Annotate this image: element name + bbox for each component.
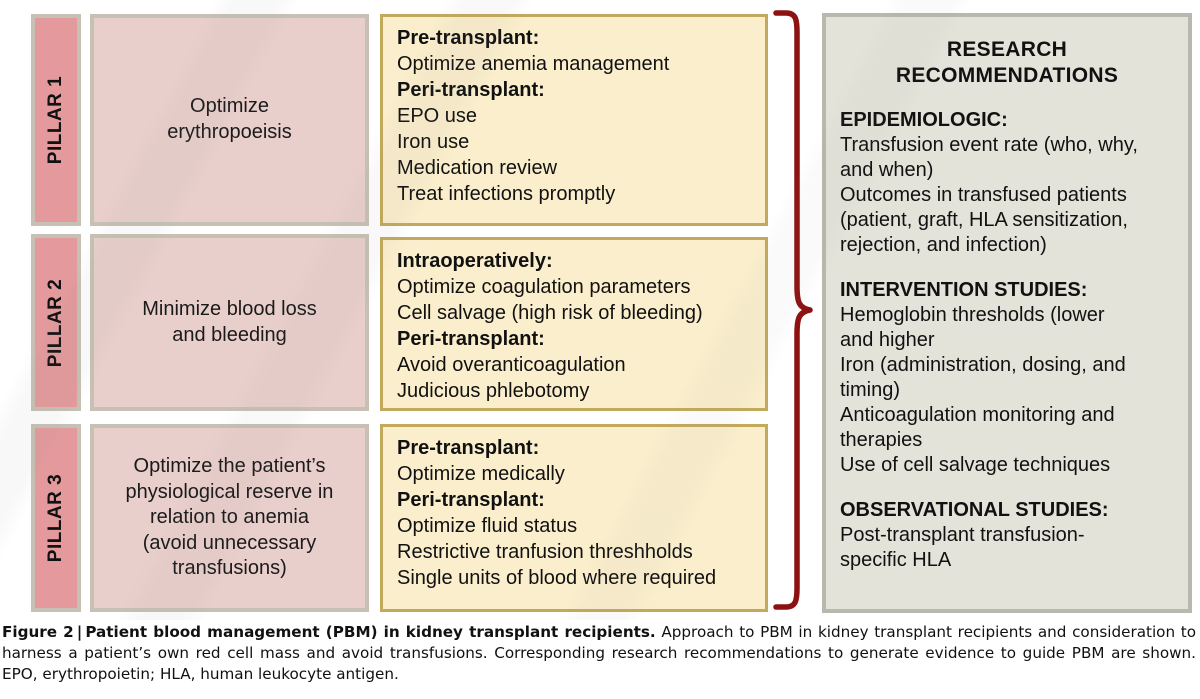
pillar-title-line: Optimize — [190, 95, 269, 118]
action-group-heading: Peri-transplant: — [397, 79, 545, 101]
grouping-brace-icon — [773, 10, 813, 610]
pillar-tab-2-label: PILLAR 2 — [45, 278, 66, 367]
pillar-title-2: Minimize blood loss and bleeding — [90, 234, 369, 411]
research-section-line: (patient, graft, HLA sensitization, — [840, 209, 1128, 232]
figure-caption: Figure 2|Patient blood management (PBM) … — [2, 622, 1196, 684]
research-section-line: Post-transplant transfusion- — [840, 524, 1085, 547]
research-section: INTERVENTION STUDIES:Hemoglobin threshol… — [840, 278, 1186, 478]
research-recommendations-panel: RESEARCH RECOMMENDATIONS EPIDEMIOLOGIC:T… — [822, 13, 1192, 613]
caption-bold-title: Patient blood management (PBM) in kidney… — [85, 623, 656, 641]
research-section-line: Use of cell salvage techniques — [840, 454, 1111, 477]
research-section-heading: OBSERVATIONAL STUDIES: — [840, 499, 1109, 522]
research-section-line: rejection, and infection) — [840, 234, 1047, 257]
caption-separator: | — [76, 623, 83, 641]
pillar-tab-1: PILLAR 1 — [31, 14, 81, 226]
research-title-line2: RECOMMENDATIONS — [895, 63, 1119, 87]
pillar-title-line: (avoid unnecessary — [142, 531, 317, 554]
action-item: Optimize coagulation parameters — [397, 276, 691, 298]
action-item: Optimize fluid status — [397, 515, 578, 537]
action-item: Optimize anemia management — [397, 53, 670, 75]
pillar-actions-2: Intraoperatively: Optimize coagulation pa… — [380, 237, 768, 411]
pillar-title-line: Minimize blood loss — [142, 297, 317, 320]
action-item: Medication review — [397, 157, 558, 179]
pillar-tab-2: PILLAR 2 — [31, 234, 81, 411]
action-group-heading: Intraoperatively: — [397, 250, 553, 272]
pillar-title-line: Optimize the patient’s — [133, 455, 326, 478]
action-item: Iron use — [397, 131, 470, 153]
pillar-tab-3-label: PILLAR 3 — [45, 473, 66, 563]
research-section-line: and higher — [840, 329, 935, 352]
action-group-heading: Peri-transplant: — [397, 328, 545, 350]
pillar-title-line: relation to anemia — [150, 506, 309, 529]
pillar-title-line: and bleeding — [172, 323, 287, 346]
action-item: Treat infections promptly — [397, 183, 616, 205]
caption-label: Figure 2 — [2, 623, 74, 641]
action-item: Optimize medically — [397, 463, 565, 485]
action-item: Judicious phlebotomy — [397, 380, 590, 402]
action-item: EPO use — [397, 105, 478, 127]
research-sections: EPIDEMIOLOGIC:Transfusion event rate (wh… — [840, 108, 1186, 573]
research-section-line: timing) — [840, 379, 901, 402]
pillar-title-line: physiological reserve in — [125, 480, 334, 503]
research-section: OBSERVATIONAL STUDIES:Post-transplant tr… — [840, 498, 1186, 573]
action-group-heading: Peri-transplant: — [397, 489, 545, 511]
research-section-heading: EPIDEMIOLOGIC: — [840, 109, 1008, 132]
research-section-heading: INTERVENTION STUDIES: — [840, 279, 1088, 302]
research-section-line: therapies — [840, 429, 923, 452]
pillar-actions-1: Pre-transplant: Optimize anemia managemen… — [380, 14, 768, 226]
research-section-line: Anticoagulation monitoring and — [840, 404, 1115, 427]
action-item: Single units of blood where required — [397, 567, 717, 589]
research-section-line: and when) — [840, 159, 934, 182]
research-section-line: Outcomes in transfused patients — [840, 184, 1127, 207]
caption-body: Approach to PBM in kidney transplant rec… — [2, 623, 1197, 683]
research-title-line1: RESEARCH — [946, 38, 1068, 61]
pillar-title-line: erythropoeisis — [167, 121, 292, 143]
research-section-line: specific HLA — [840, 549, 952, 572]
action-group-heading: Pre-transplant: — [397, 27, 540, 49]
pillar-tab-1-label: PILLAR 1 — [45, 75, 66, 165]
research-section: EPIDEMIOLOGIC:Transfusion event rate (wh… — [840, 108, 1186, 258]
action-item: Cell salvage (high risk of bleeding) — [397, 302, 703, 324]
pillar-title-1: Optimize erythropoeisis — [90, 14, 369, 226]
action-item: Restrictive tranfusion threshholds — [397, 541, 693, 563]
research-panel-title: RESEARCH RECOMMENDATIONS — [840, 37, 1186, 88]
pillar-tab-3: PILLAR 3 — [31, 424, 81, 612]
research-section-line: Hemoglobin thresholds (lower — [840, 304, 1105, 327]
research-section-line: Iron (administration, dosing, and — [840, 354, 1126, 377]
research-section-line: Transfusion event rate (who, why, — [840, 134, 1138, 157]
action-group-heading: Pre-transplant: — [397, 437, 540, 459]
pillar-title-line: transfusions) — [172, 557, 287, 580]
action-item: Avoid overanticoagulation — [397, 354, 626, 376]
